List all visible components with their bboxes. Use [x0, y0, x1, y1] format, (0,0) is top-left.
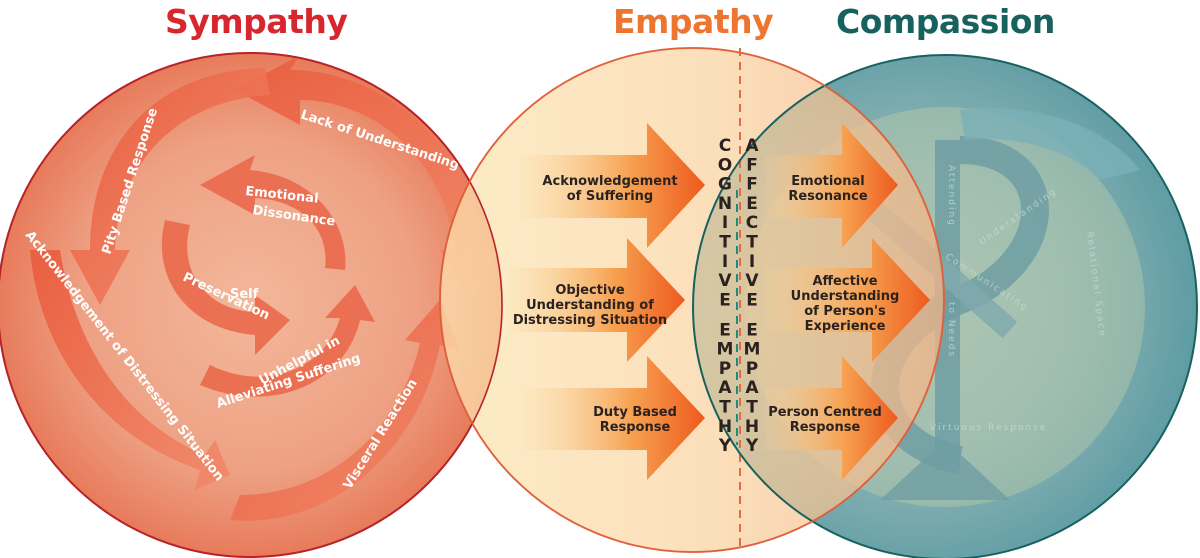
cognitive-letter: E [719, 320, 731, 340]
affective-letter: A [745, 378, 759, 398]
ghost-label-virtuous-response: Virtuous Response [930, 423, 1047, 433]
label-affective-4: Experience [805, 319, 886, 334]
label-affective-1: Affective [812, 274, 877, 289]
affective-letter: H [745, 417, 759, 437]
cognitive-letter: I [722, 252, 728, 272]
arrow-acknowledgement-distressing [30, 250, 230, 490]
sympathy-title: Sympathy [165, 2, 348, 41]
cognitive-letter: P [719, 359, 731, 379]
label-objective-2: Understanding of [526, 298, 654, 313]
label-duty-based-1: Duty Based [593, 405, 677, 420]
affective-letter: E [746, 320, 758, 340]
cognitive-arrows: Acknowledgement of Suffering Objective U… [510, 123, 705, 480]
affective-letter: F [746, 175, 758, 195]
cognitive-letter: O [718, 155, 732, 175]
cognitive-letter: I [722, 213, 728, 233]
affective-letter: M [744, 340, 761, 360]
cognitive-letter: E [719, 290, 731, 310]
arrow-unhelpful [200, 285, 375, 397]
label-person-centred-2: Response [790, 420, 861, 435]
empathy-outline [439, 47, 945, 553]
affective-letter: A [745, 136, 759, 156]
cognitive-letter: H [718, 417, 732, 437]
affective-letter: C [746, 213, 758, 233]
affective-letter: E [746, 290, 758, 310]
ghost-label-attending: Attending [946, 165, 956, 227]
ghost-label-to-needs: to Needs [946, 302, 956, 358]
affective-letter: V [745, 271, 759, 291]
label-ack-suffering-1: Acknowledgement [542, 174, 677, 189]
cognitive-letter: G [718, 175, 732, 195]
cognitive-letter: V [718, 271, 732, 291]
label-objective-3: Distressing Situation [513, 313, 667, 328]
label-affective-2: Understanding [791, 289, 900, 304]
arrow-self-preservation [161, 220, 290, 355]
affective-letter: F [746, 155, 758, 175]
affective-letter: T [746, 233, 758, 253]
sympathy-circle: Lack of Understanding Pity Based Respons… [0, 52, 503, 558]
arrow-affective-understanding [765, 238, 930, 362]
label-person-centred-1: Person Centred [768, 405, 882, 420]
cognitive-letter: N [718, 194, 732, 214]
arrow-pity-based-response [70, 68, 270, 305]
cognitive-letter: C [719, 136, 731, 156]
cognitive-letter: A [718, 378, 732, 398]
affective-letter: Y [745, 436, 759, 456]
affective-arrows: Emotional Resonance Affective Understand… [765, 123, 930, 480]
arrow-visceral-reaction [230, 300, 460, 521]
compassion-outline [692, 54, 1198, 558]
sympathy-outline [0, 52, 503, 558]
arrow-acknowledgement-of-suffering [520, 123, 705, 248]
label-emotional-resonance-2: Resonance [788, 189, 867, 204]
affective-letter: I [749, 252, 755, 272]
empathy-title: Empathy [613, 2, 774, 41]
arrow-emotional-resonance [765, 123, 898, 248]
cognitive-letter: T [719, 398, 731, 418]
label-duty-based-2: Response [600, 420, 671, 435]
compassion-title: Compassion [836, 2, 1055, 41]
label-objective-1: Objective [555, 283, 624, 298]
cognitive-letter: M [717, 340, 734, 360]
label-affective-3: of Person's [804, 304, 886, 319]
affective-letter: E [746, 194, 758, 214]
affective-letter: P [746, 359, 758, 379]
cognitive-letter: T [719, 233, 731, 253]
arrow-duty-based-response [525, 356, 705, 480]
label-ack-suffering-2: of Suffering [567, 189, 654, 204]
arrow-objective-understanding [510, 238, 685, 362]
label-emotional-resonance-1: Emotional [791, 174, 864, 189]
cognitive-letter: Y [718, 436, 732, 456]
label-self-preservation-1: Self [230, 287, 259, 302]
arrow-emotional-dissonance [200, 155, 346, 270]
affective-letter: T [746, 398, 758, 418]
arrow-person-centred-response [765, 356, 898, 480]
